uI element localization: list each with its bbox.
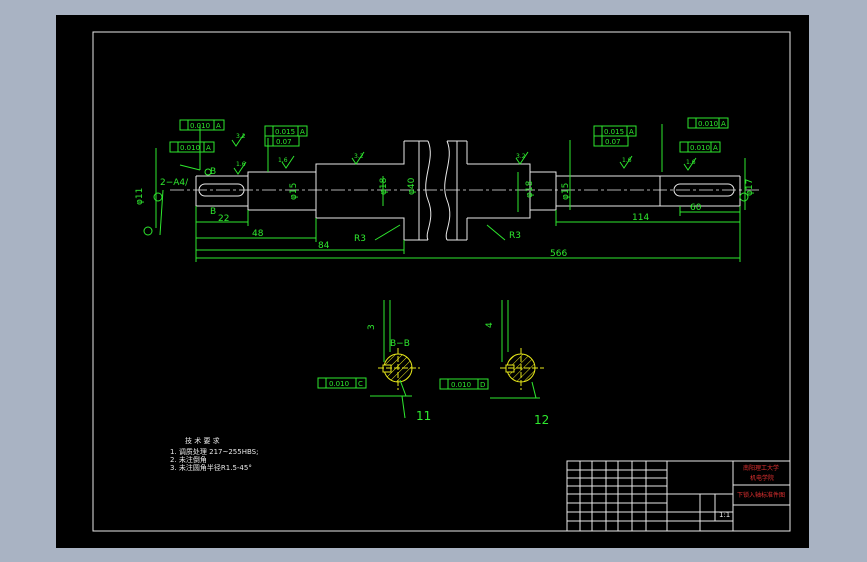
radius-left: R3 [354, 234, 366, 244]
title-school-1: 南阳理工大学 [743, 464, 779, 472]
section-view-2 [490, 300, 544, 399]
tol-rtop2: 0.010 [690, 144, 710, 152]
dim-566: 566 [550, 249, 567, 259]
tech-notes-line-2: 2. 未注倒角 [170, 455, 207, 464]
tol-sec1: 0.010 [329, 380, 349, 388]
dia-40: φ40 [407, 177, 417, 195]
shaft-drawing: 22 48 84 566 114 60 R3 R3 φ40 φ18 φ18 φ1… [92, 31, 791, 532]
title-block [566, 460, 791, 532]
section-view-1 [370, 300, 420, 419]
datum-markers [143, 168, 749, 236]
section-mark-b-top: B [210, 167, 216, 177]
tol-left-a-ref: A [300, 128, 305, 136]
dim-60: 60 [690, 203, 702, 213]
tol-ftop1: 0.010 [190, 122, 210, 130]
dim-84: 84 [318, 241, 330, 251]
roughness-symbols [231, 133, 697, 175]
roughness-7: 1.6 [686, 159, 696, 166]
tol-rtop1: 0.010 [698, 120, 718, 128]
radius-right: R3 [509, 231, 521, 241]
section-dim-11: 11 [416, 409, 431, 423]
roughness-1: 3.2 [236, 133, 246, 140]
title-scale: 1:1 [719, 511, 730, 519]
dia-18-left: φ18 [379, 177, 389, 195]
tolerance-frames [169, 117, 729, 390]
keyway-depth-1: 3 [367, 324, 377, 330]
drawing-frame [92, 31, 791, 532]
tol-ftop2-ref: A [206, 144, 211, 152]
tol-rtop2-ref: A [713, 144, 718, 152]
center-drill-note: 2−A4/ [160, 178, 189, 188]
roughness-3: 1.6 [278, 157, 288, 164]
tol-sec1-ref: C [358, 380, 363, 388]
dia-15-left: φ15 [289, 183, 299, 200]
tolerance-texts: 0.010 A 0.010 A 0.015 A 0.07 0.015 A 0.0… [180, 120, 726, 389]
tol-sec2: 0.010 [451, 381, 471, 389]
dia-11: φ11 [135, 188, 145, 205]
dim-22: 22 [218, 214, 229, 224]
roughness-4: 3.2 [354, 153, 364, 160]
roughness-2: 1.6 [236, 161, 246, 168]
section-mark-b-bottom: B [210, 207, 216, 217]
section-dim-12: 12 [534, 413, 549, 427]
section-bb-label: B−B [390, 339, 410, 349]
dia-17: φ17 [745, 179, 755, 196]
tol-sec2-ref: D [480, 381, 485, 389]
tol-right-a: 0.015 [604, 128, 624, 136]
roughness-6: 1.6 [622, 157, 632, 164]
dim-114: 114 [632, 213, 649, 223]
dia-18-right: φ18 [525, 180, 535, 198]
shaft-outline [195, 140, 741, 241]
roughness-5: 3.2 [516, 153, 526, 160]
dia-15-right: φ15 [561, 183, 571, 200]
tech-notes-line-1: 1. 调质处理 217~255HBS; [170, 447, 258, 456]
tech-notes-title: 技 术 要 求 [185, 436, 220, 445]
title-school-2: 机电学院 [750, 474, 774, 482]
tol-left-a: 0.015 [275, 128, 295, 136]
keyway-depth-2: 4 [485, 322, 495, 328]
tech-notes-line-3: 3. 未注圆角半径R1.5-45° [170, 463, 252, 472]
tol-ftop2: 0.010 [180, 144, 200, 152]
cad-drawing-viewport[interactable]: 22 48 84 566 114 60 R3 R3 φ40 φ18 φ18 φ1… [56, 15, 809, 548]
title-drawing-name: 下锁入轴标准件图 [737, 491, 785, 499]
dimension-lines [155, 124, 746, 262]
tol-left-b: 0.07 [276, 138, 292, 146]
tol-ftop1-ref: A [216, 122, 221, 130]
tol-rtop1-ref: A [721, 120, 726, 128]
roughness-values: 3.2 1.6 1.6 3.2 3.2 1.6 1.6 [236, 133, 696, 168]
tol-right-b: 0.07 [605, 138, 621, 146]
dim-48: 48 [252, 229, 264, 239]
tol-right-a-ref: A [629, 128, 634, 136]
